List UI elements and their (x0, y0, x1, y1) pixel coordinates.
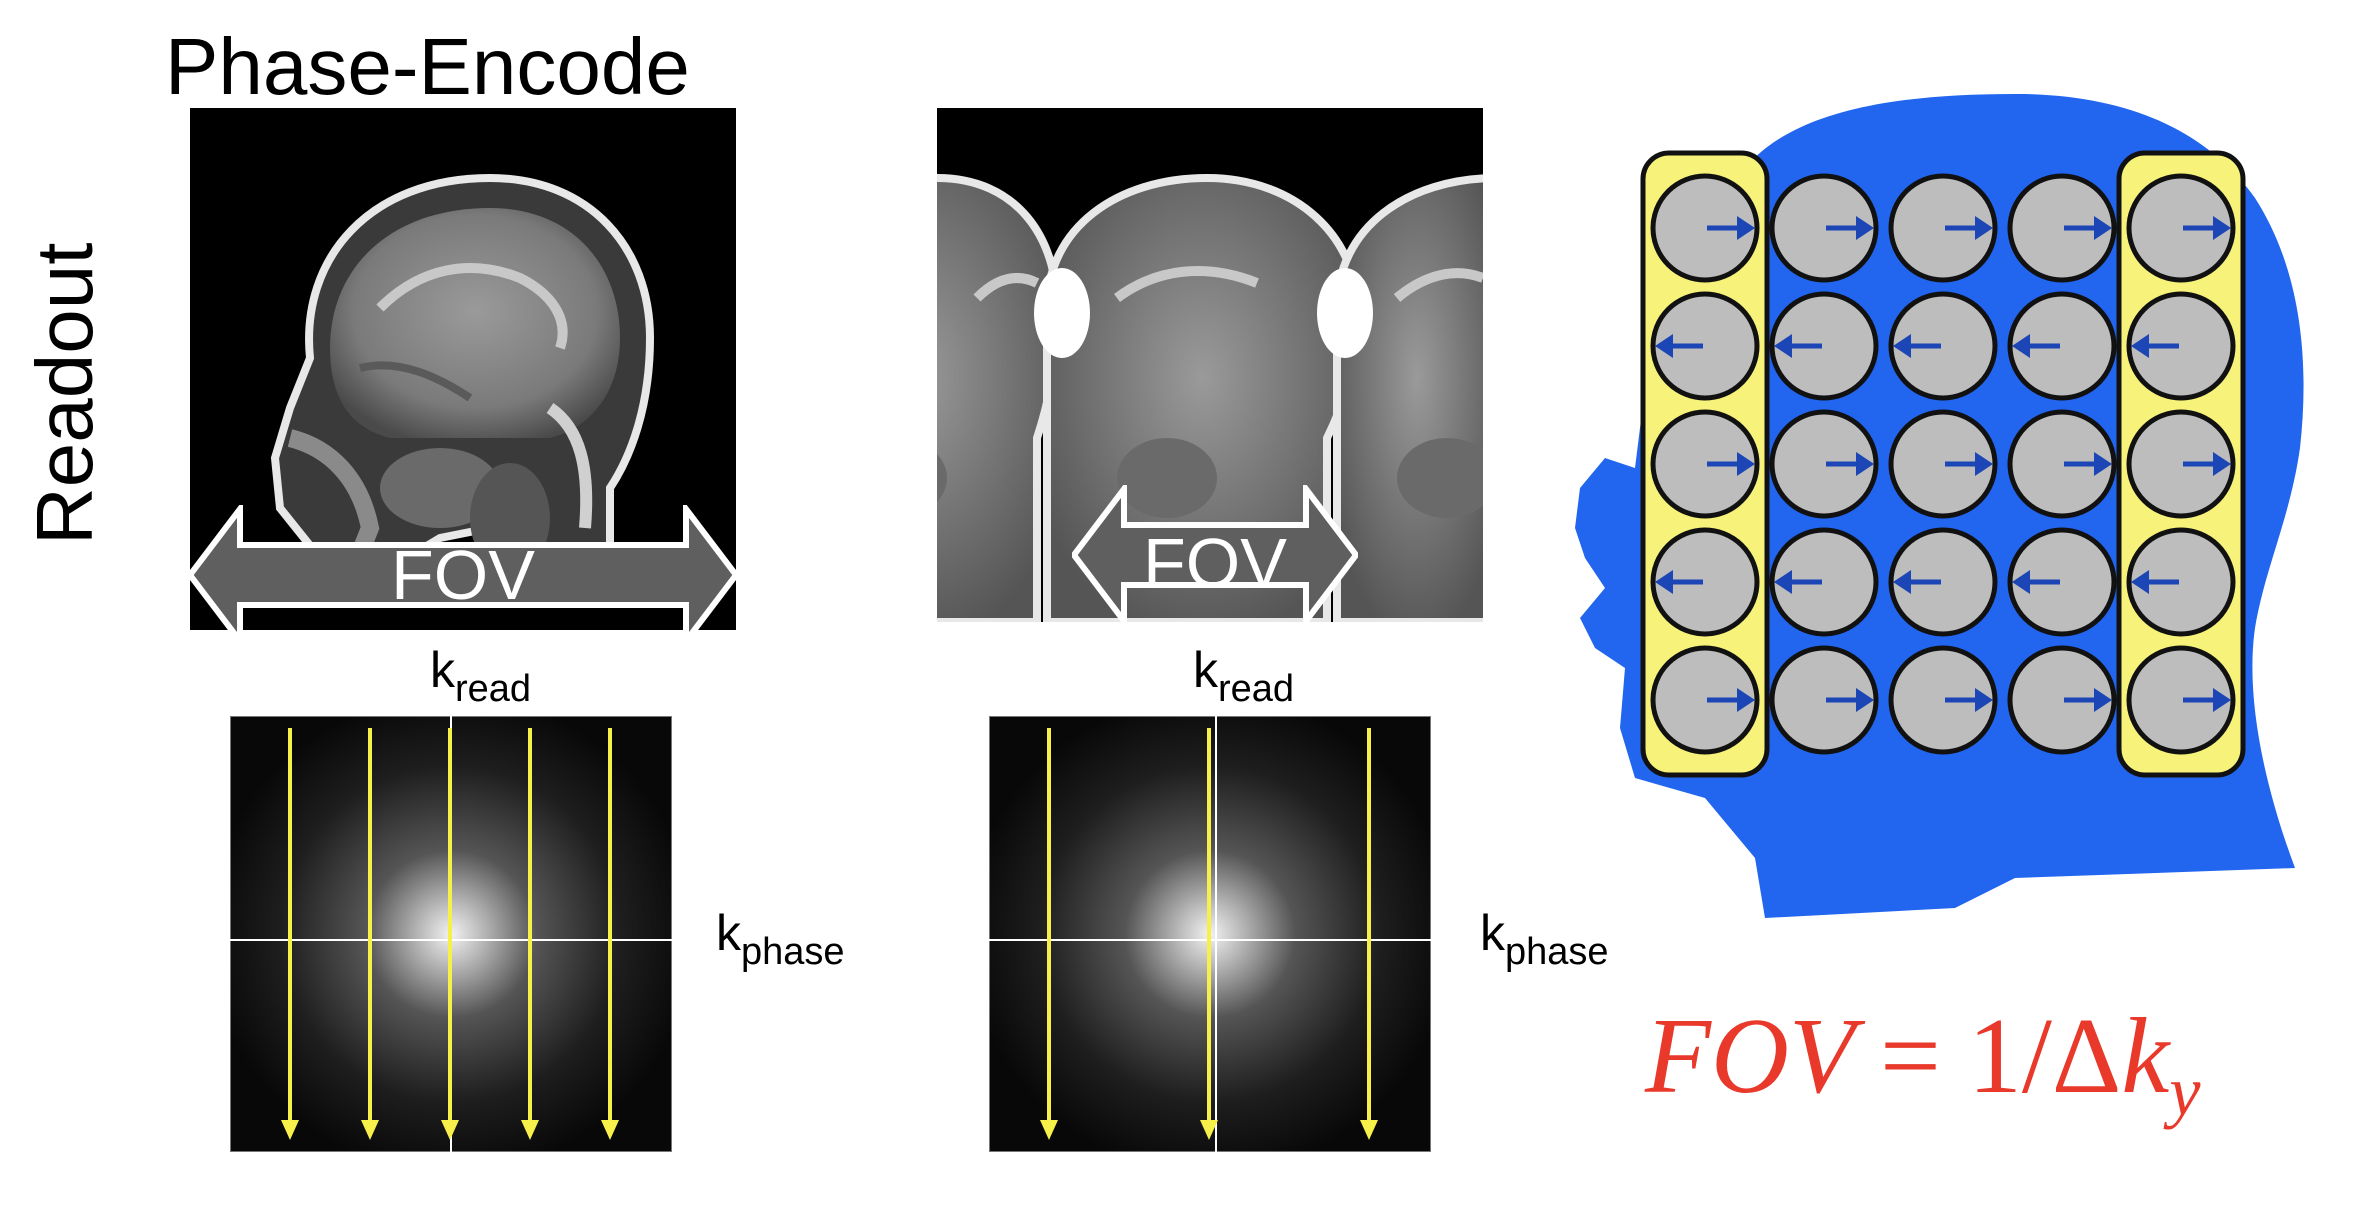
spin-2-1 (1653, 294, 1757, 398)
spin-1-2 (1772, 176, 1876, 280)
spin-4-1 (1653, 530, 1757, 634)
spin-3-1 (1653, 412, 1757, 516)
spin-4-3 (1891, 530, 1995, 634)
spin-5-4 (2010, 648, 2114, 752)
readout-label: Readout (20, 243, 110, 545)
spin-2-5 (2129, 294, 2233, 398)
fov-formula: FOV = 1/Δky (1645, 995, 2200, 1133)
spin-4-5 (2129, 530, 2233, 634)
spin-2-3 (1891, 294, 1995, 398)
kspace-full-sampling (230, 716, 672, 1152)
spin-4-4 (2010, 530, 2114, 634)
spin-1-1 (1653, 176, 1757, 280)
kspace-undersampled (989, 716, 1431, 1152)
spin-3-4 (2010, 412, 2114, 516)
spin-2-2 (1772, 294, 1876, 398)
spin-grid (1653, 176, 2233, 752)
spin-3-3 (1891, 412, 1995, 516)
k-phase-label-left: kphase (716, 905, 845, 980)
head-spin-diagram (1565, 88, 2310, 958)
spin-5-3 (1891, 648, 1995, 752)
k-read-label-middle: kread (1193, 642, 1294, 717)
k-read-label-left: kread (430, 642, 531, 717)
phase-encode-label: Phase-Encode (165, 22, 690, 112)
spin-1-3 (1891, 176, 1995, 280)
spin-5-5 (2129, 648, 2233, 752)
spin-5-1 (1653, 648, 1757, 752)
fov-full-label: FOV (368, 535, 558, 615)
spin-5-2 (1772, 648, 1876, 752)
spin-3-5 (2129, 412, 2233, 516)
spin-1-4 (2010, 176, 2114, 280)
spin-4-2 (1772, 530, 1876, 634)
spin-3-2 (1772, 412, 1876, 516)
spin-1-5 (2129, 176, 2233, 280)
fov-aliased-label: FOV (1135, 523, 1295, 603)
spin-2-4 (2010, 294, 2114, 398)
